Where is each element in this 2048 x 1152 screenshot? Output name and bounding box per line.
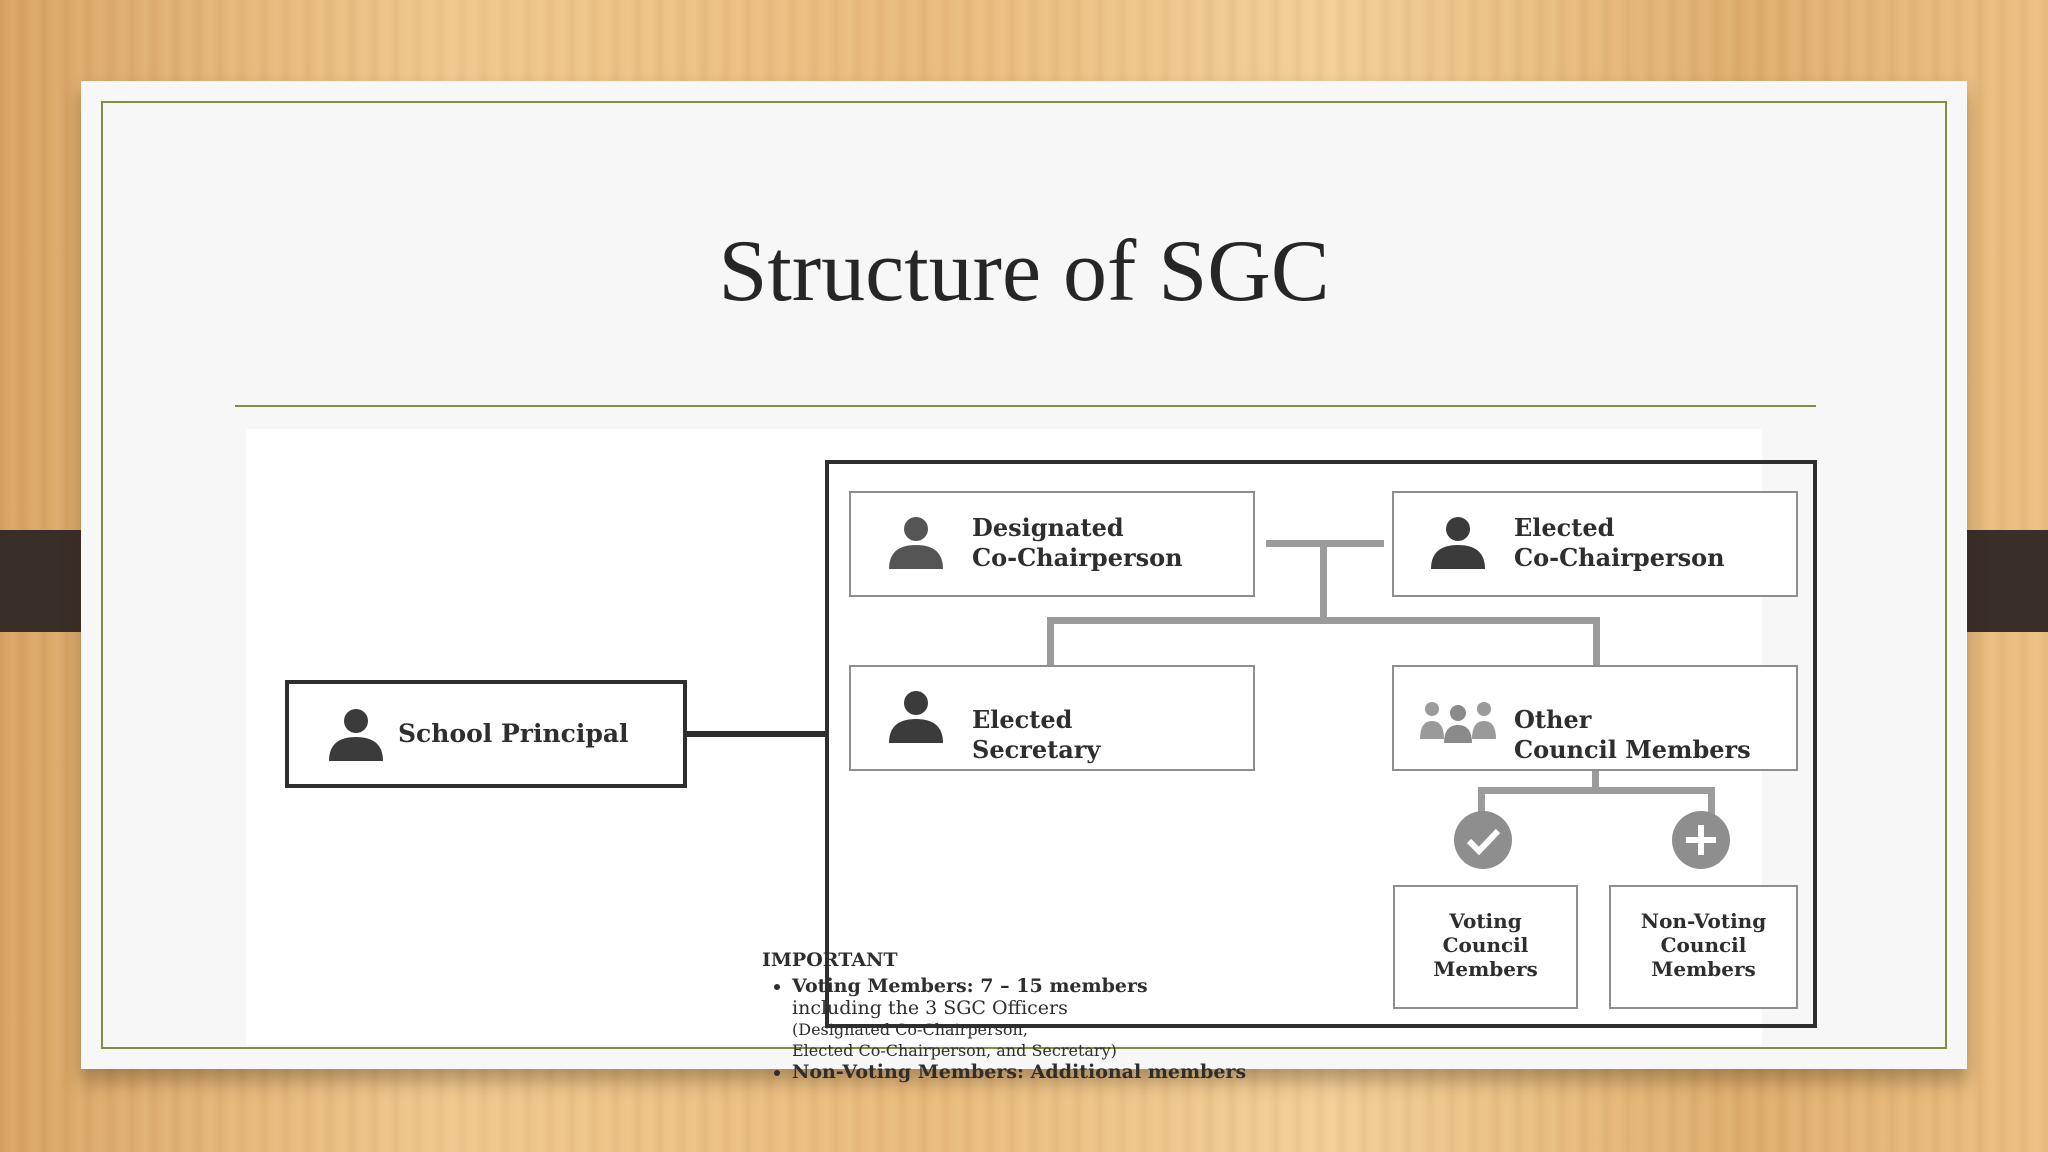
school-principal-label: School Principal xyxy=(398,719,629,748)
voting-council-members-box xyxy=(1393,885,1578,1009)
designated-co-chairperson-box xyxy=(849,491,1255,597)
members-drop xyxy=(1593,617,1600,665)
elected-secretary-label: Elected Secretary xyxy=(972,705,1101,764)
members-split-bar xyxy=(1478,787,1715,794)
elected-co-chairperson-label: Elected Co-Chairperson xyxy=(1514,513,1725,572)
person-icon xyxy=(886,515,946,575)
list-item: Non-Voting Members: Additional members xyxy=(792,1061,1302,1083)
voting-drop xyxy=(1478,787,1485,815)
important-note: IMPORTANT Voting Members: 7 – 15 members… xyxy=(762,949,1302,1083)
title-divider xyxy=(235,405,1816,407)
slide: Structure of SGC School Principal Design… xyxy=(81,81,1967,1083)
slide-title: Structure of SGC xyxy=(718,223,1330,320)
person-icon xyxy=(886,689,946,749)
slide-frame xyxy=(101,101,1947,1049)
designated-co-chairperson-label: Designated Co-Chairperson xyxy=(972,513,1183,572)
school-principal-box xyxy=(285,680,687,788)
secretary-drop xyxy=(1047,617,1054,665)
branch-connector xyxy=(1047,617,1600,624)
person-icon xyxy=(1428,515,1488,575)
non-voting-council-members-box xyxy=(1609,885,1798,1009)
plus-circle-icon xyxy=(1671,810,1731,874)
voting-council-members-label: Voting Council Members xyxy=(1433,909,1538,981)
non-voting-council-members-label: Non-Voting Council Members xyxy=(1640,909,1767,981)
sgc-officers-container xyxy=(825,460,1817,1028)
non-voting-drop xyxy=(1708,787,1715,815)
trunk-connector xyxy=(1320,540,1327,623)
important-list: Voting Members: 7 – 15 members including… xyxy=(762,975,1302,1083)
important-heading: IMPORTANT xyxy=(762,949,898,971)
elected-co-chairperson-box xyxy=(1392,491,1798,597)
elected-secretary-box xyxy=(849,665,1255,771)
members-split-drop xyxy=(1592,771,1599,793)
principal-connector xyxy=(687,731,827,737)
group-icon xyxy=(1418,699,1498,747)
list-item: Voting Members: 7 – 15 members including… xyxy=(792,975,1302,1061)
check-circle-icon xyxy=(1453,810,1513,874)
other-council-members-label: Other Council Members xyxy=(1514,705,1751,764)
person-icon xyxy=(326,707,386,767)
org-diagram: School Principal Designated Co-Chairpers… xyxy=(246,429,1817,1083)
